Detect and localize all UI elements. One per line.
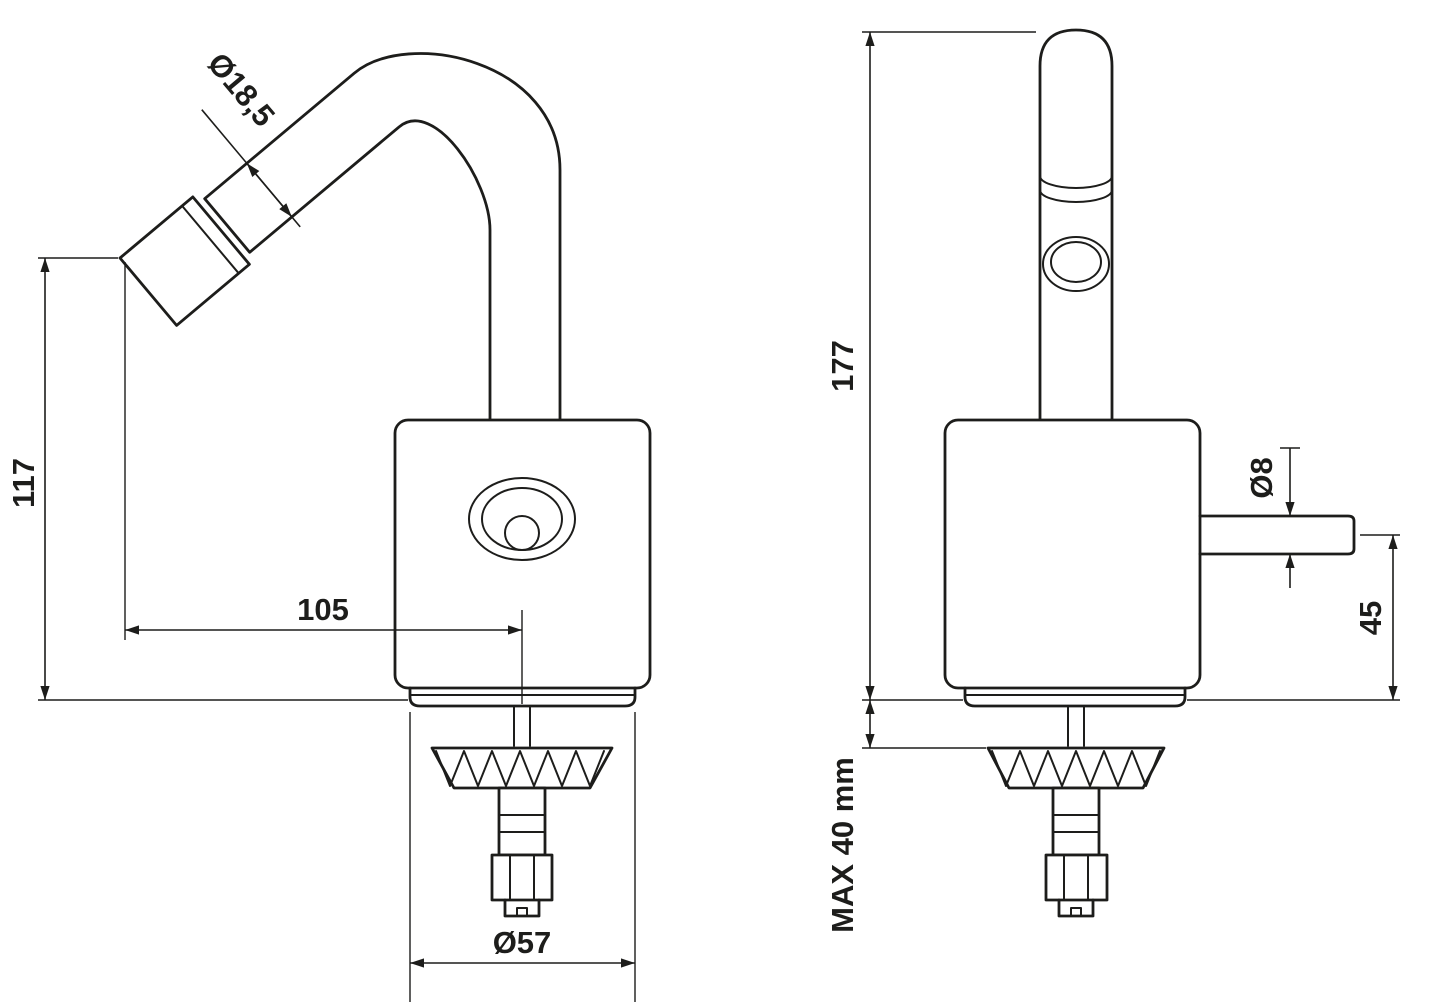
shaft-front-lines	[1052, 814, 1100, 833]
star-washer-front-teeth	[991, 750, 1161, 787]
nut-front-tip-notch	[1070, 907, 1082, 917]
base-flange	[408, 686, 637, 708]
nut-front-tip	[1057, 898, 1095, 918]
dim-max40-label: MAX 40 mm	[825, 757, 860, 933]
dim-57-label: Ø57	[493, 925, 552, 960]
dim-arrow-spout-lower	[267, 187, 293, 218]
nut-front-facets	[1063, 854, 1089, 901]
dim-spout-diameter-label: Ø18,5	[201, 46, 282, 133]
shaft-front	[1051, 786, 1101, 857]
base-flange-front	[963, 686, 1187, 708]
shaft-lines	[498, 814, 546, 833]
nut-facets	[509, 854, 535, 901]
spout-sleeve-arc-1	[1039, 175, 1113, 189]
star-washer	[430, 746, 614, 790]
threaded-rod	[513, 705, 531, 747]
star-washer-front	[986, 746, 1166, 790]
spout-front-outline	[1038, 28, 1114, 423]
body-front-outline	[943, 418, 1202, 690]
mounting-hardware-front	[986, 705, 1166, 918]
right-view	[943, 28, 1356, 918]
right-view-dimensions: 177 MAX 40 mm Ø8 45	[825, 31, 1400, 933]
dim-arrow-spout-upper	[246, 162, 269, 190]
threaded-rod-front	[1067, 705, 1085, 747]
dim-45-label: 45	[1353, 601, 1388, 635]
nut-front	[1044, 853, 1109, 902]
side-pin	[1198, 514, 1356, 556]
button-outer-ellipse	[468, 477, 576, 561]
star-washer-teeth	[435, 750, 605, 787]
dim-pin-diameter-label: Ø8	[1244, 457, 1279, 498]
spout-outline	[203, 52, 562, 422]
dim-105-label: 105	[297, 592, 349, 627]
dim-177-label: 177	[825, 340, 860, 392]
aerator-outline	[118, 195, 251, 327]
spout-sleeve-arc-2	[1039, 189, 1113, 203]
mounting-hardware	[430, 705, 614, 918]
button-pin-circle	[504, 515, 540, 551]
aerator-front-outer	[1042, 236, 1110, 292]
left-view	[118, 52, 652, 918]
shaft	[497, 786, 547, 857]
nut-tip	[503, 898, 541, 918]
aerator-front-inner	[1050, 241, 1102, 283]
dim-117-label: 117	[6, 458, 41, 508]
nut-tip-notch	[516, 907, 528, 917]
aerator-ring-line	[181, 204, 240, 275]
nut	[490, 853, 554, 902]
